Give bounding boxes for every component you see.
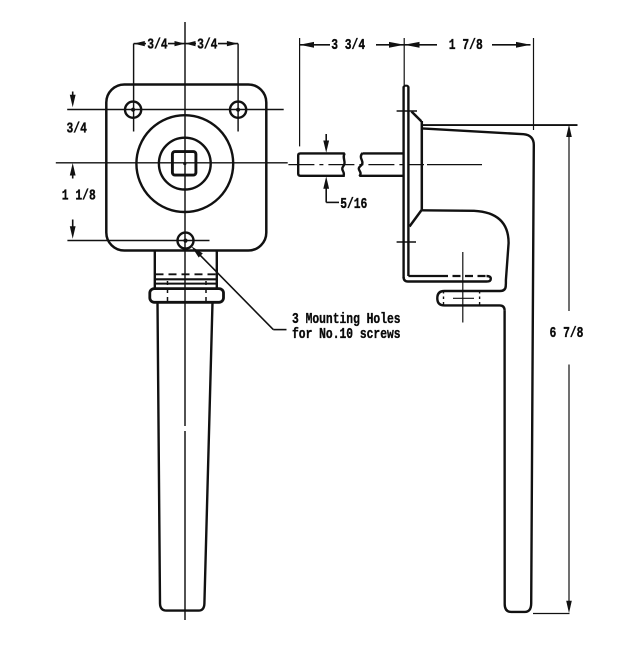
- svg-text:3 3/4: 3 3/4: [331, 37, 365, 54]
- svg-text:3/4: 3/4: [67, 120, 88, 137]
- svg-text:5/16: 5/16: [340, 196, 367, 213]
- svg-text:3/4: 3/4: [197, 36, 218, 53]
- svg-text:6 7/8: 6 7/8: [550, 325, 584, 342]
- svg-text:1 7/8: 1 7/8: [449, 37, 483, 54]
- svg-text:3/4: 3/4: [147, 36, 168, 53]
- svg-text:3 Mounting Holes: 3 Mounting Holes: [292, 311, 401, 328]
- svg-text:1 1/8: 1 1/8: [62, 187, 96, 204]
- svg-text:for No.10 screws: for No.10 screws: [292, 326, 401, 343]
